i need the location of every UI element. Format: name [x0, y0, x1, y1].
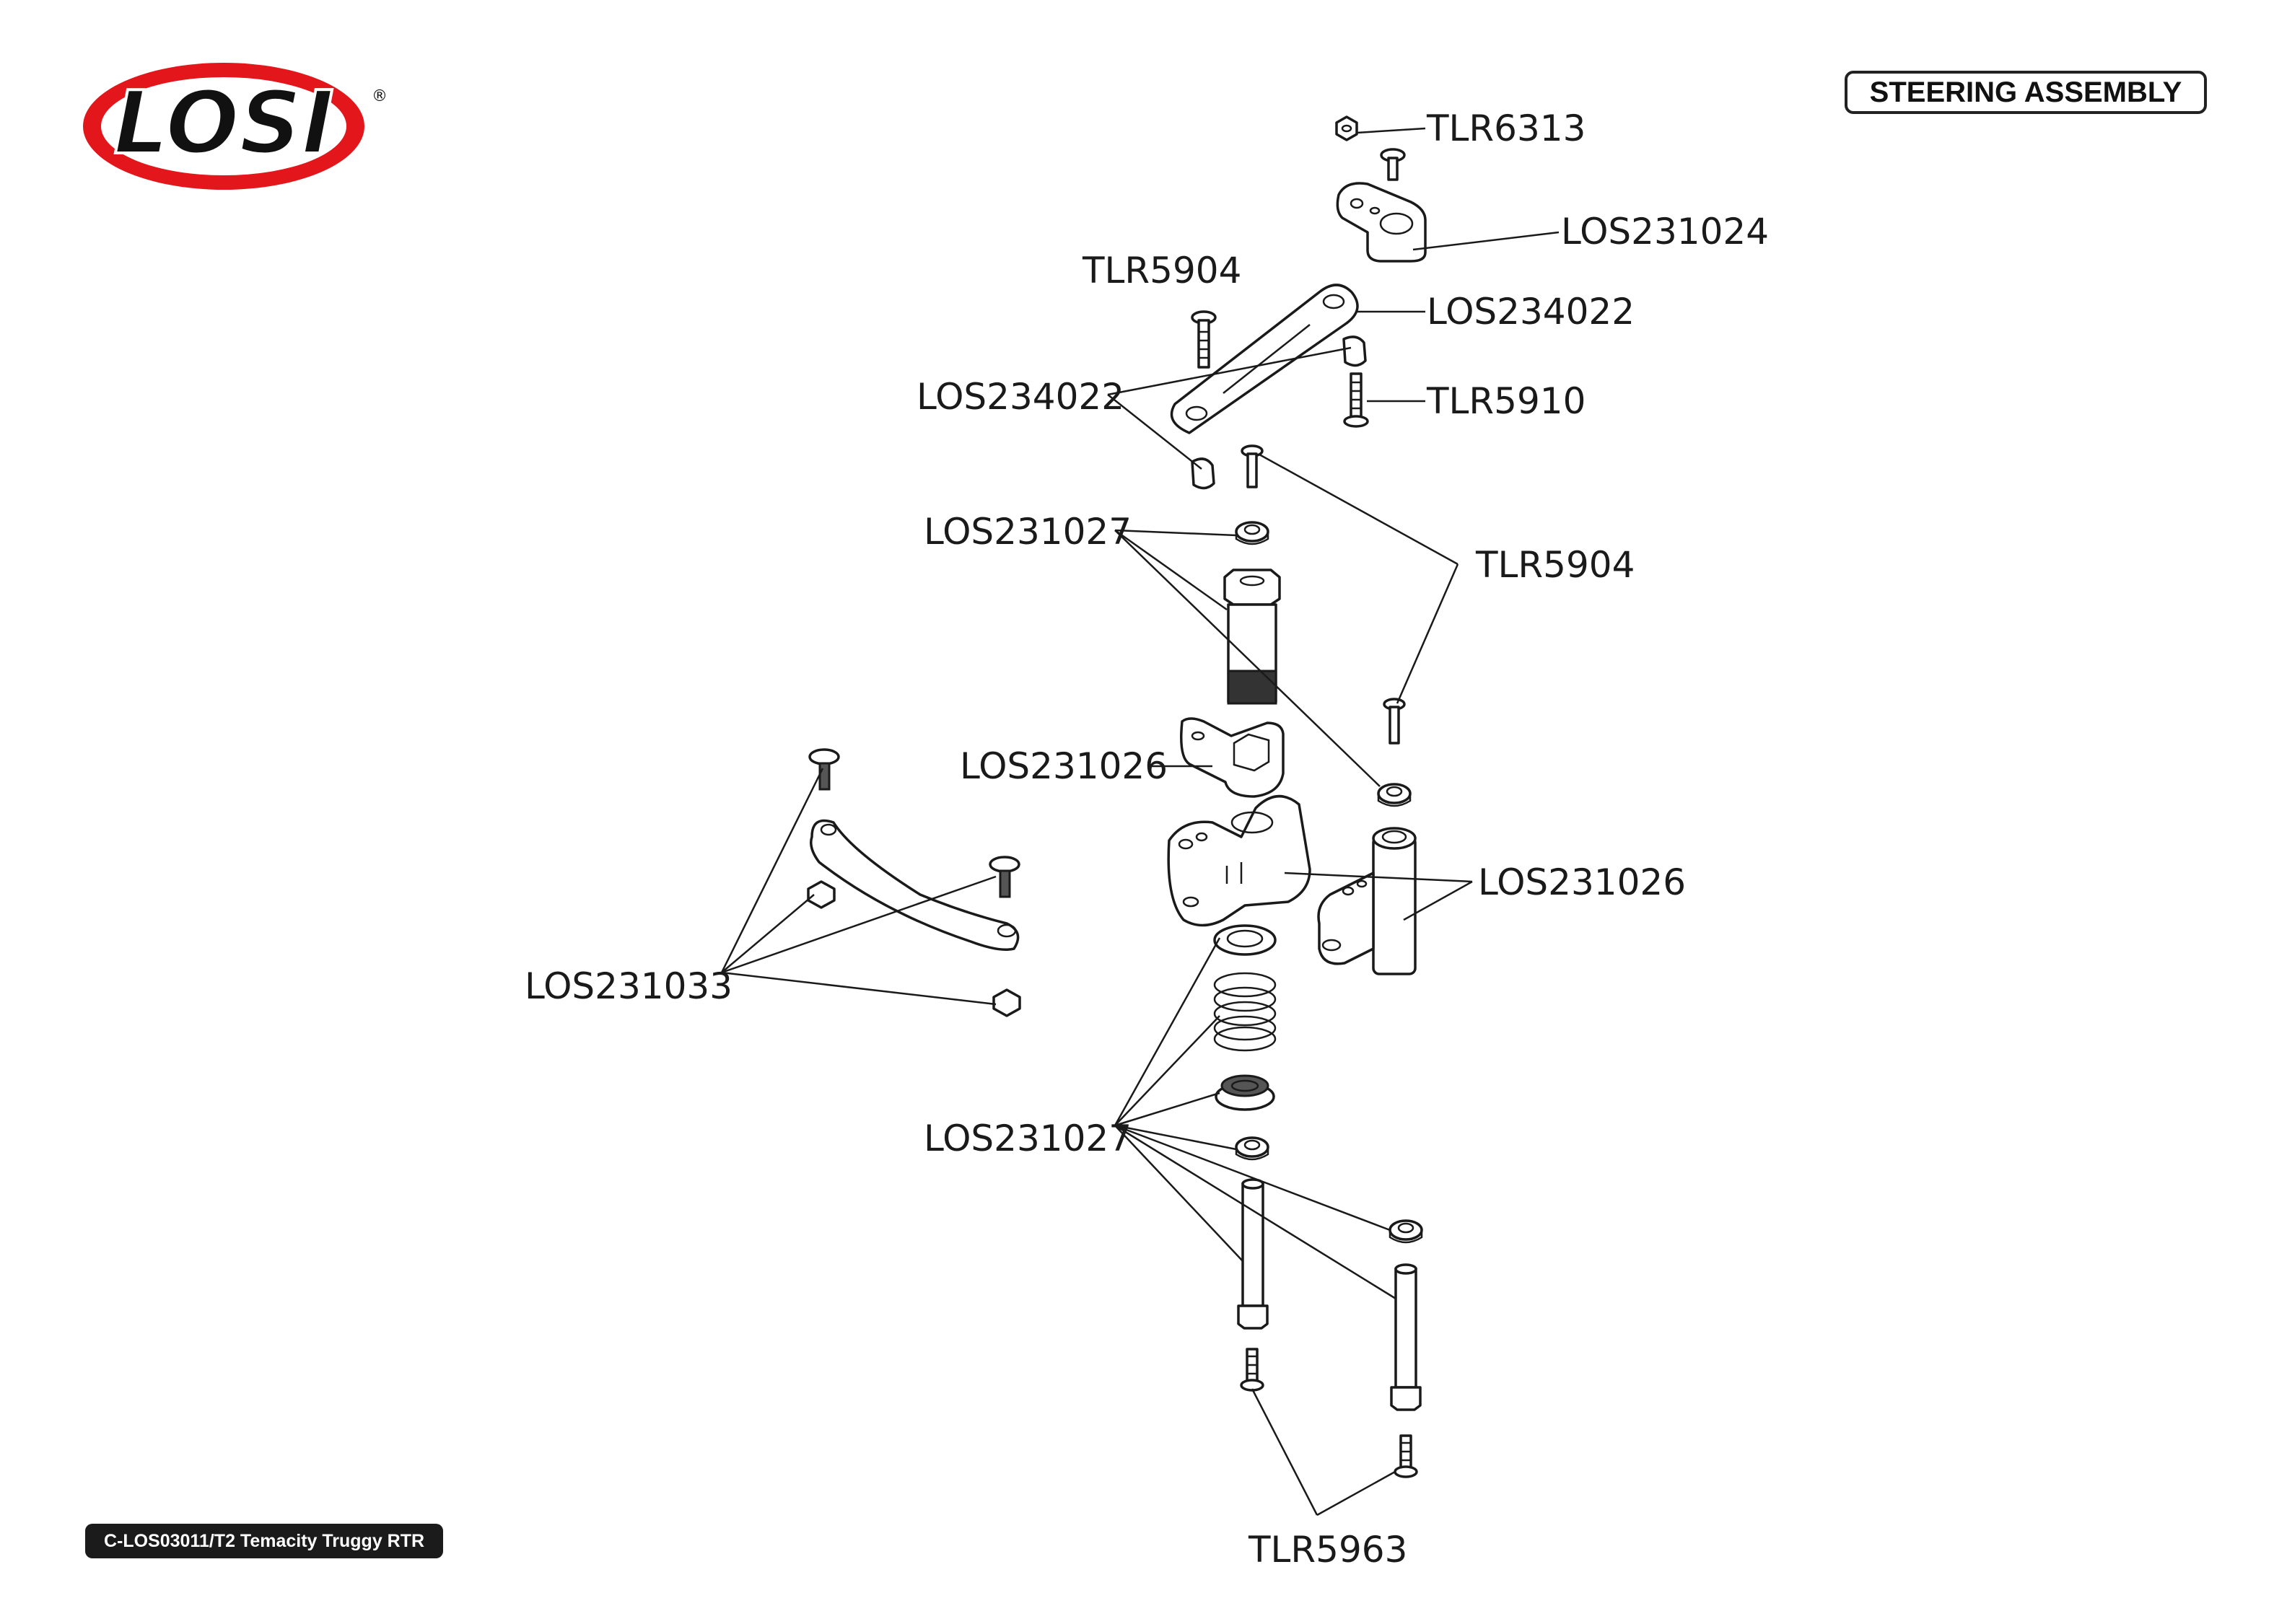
- brace-nut-bottom: [992, 988, 1021, 1017]
- washer-far-right: [1389, 1219, 1423, 1244]
- label-tlr5963: TLR5963: [1248, 1529, 1407, 1571]
- brace-nut-left: [807, 880, 836, 909]
- label-los234022-arm: LOS234022: [1427, 291, 1635, 333]
- label-los231027-bottom: LOS231027: [924, 1118, 1132, 1159]
- small-screw-part: [1380, 148, 1406, 181]
- lock-nut-part: [1335, 115, 1358, 141]
- parts-illustration: [807, 115, 1427, 1478]
- washer-right: [1377, 783, 1412, 807]
- crank-upper: [1180, 717, 1285, 798]
- label-los231026-right: LOS231026: [1478, 861, 1686, 903]
- bellcrank-left: [1167, 794, 1311, 927]
- drag-link-part: [1170, 284, 1359, 434]
- label-los231027-top: LOS231027: [924, 511, 1132, 553]
- screw-tlr5904-c: [1383, 698, 1406, 745]
- washer-top: [1235, 521, 1269, 545]
- bellcrank-right: [1317, 827, 1417, 975]
- screw-tlr5904-a: [1191, 310, 1217, 369]
- label-tlr5904-right: TLR5904: [1475, 544, 1635, 586]
- page-title: STEERING ASSEMBLY: [1845, 71, 2207, 114]
- brace-screw-right: [989, 856, 1020, 898]
- screw-tlr5904-b: [1241, 444, 1264, 488]
- servo-horn-part: [1336, 182, 1427, 263]
- threaded-post: [1223, 569, 1281, 705]
- label-los231024: LOS231024: [1561, 211, 1769, 253]
- post-left: [1237, 1178, 1269, 1330]
- label-los231026-left: LOS231026: [960, 745, 1168, 787]
- leader-lines: [720, 127, 1560, 1517]
- callout-labels: TLR6313 LOS231024 TLR5904 LOS234022 LOS2…: [525, 107, 1769, 1571]
- screw-tlr5910: [1343, 372, 1369, 428]
- label-los231033: LOS231033: [525, 965, 733, 1007]
- steering-brace: [810, 819, 1020, 951]
- model-badge: C-LOS03011/T2 Temacity Truggy RTR: [85, 1524, 443, 1558]
- brace-screw-top: [808, 748, 840, 791]
- post-right: [1390, 1263, 1422, 1411]
- label-tlr5904-top: TLR5904: [1082, 250, 1241, 291]
- label-los234022-balls: LOS234022: [917, 376, 1124, 418]
- washer-mid: [1235, 1136, 1269, 1161]
- spring-part: [1213, 972, 1277, 1052]
- screw-tlr5963-left: [1240, 1348, 1264, 1392]
- large-washer: [1213, 924, 1277, 956]
- pivot-ball-right: [1342, 335, 1367, 367]
- label-tlr6313: TLR6313: [1426, 107, 1586, 149]
- registered-mark: ®: [372, 87, 388, 105]
- losi-logo: LOSI ®: [83, 63, 388, 190]
- label-tlr5910: TLR5910: [1426, 380, 1586, 422]
- logo-text: LOSI: [113, 74, 333, 174]
- adjuster-nut: [1215, 1074, 1275, 1111]
- screw-tlr5963-right: [1394, 1434, 1418, 1478]
